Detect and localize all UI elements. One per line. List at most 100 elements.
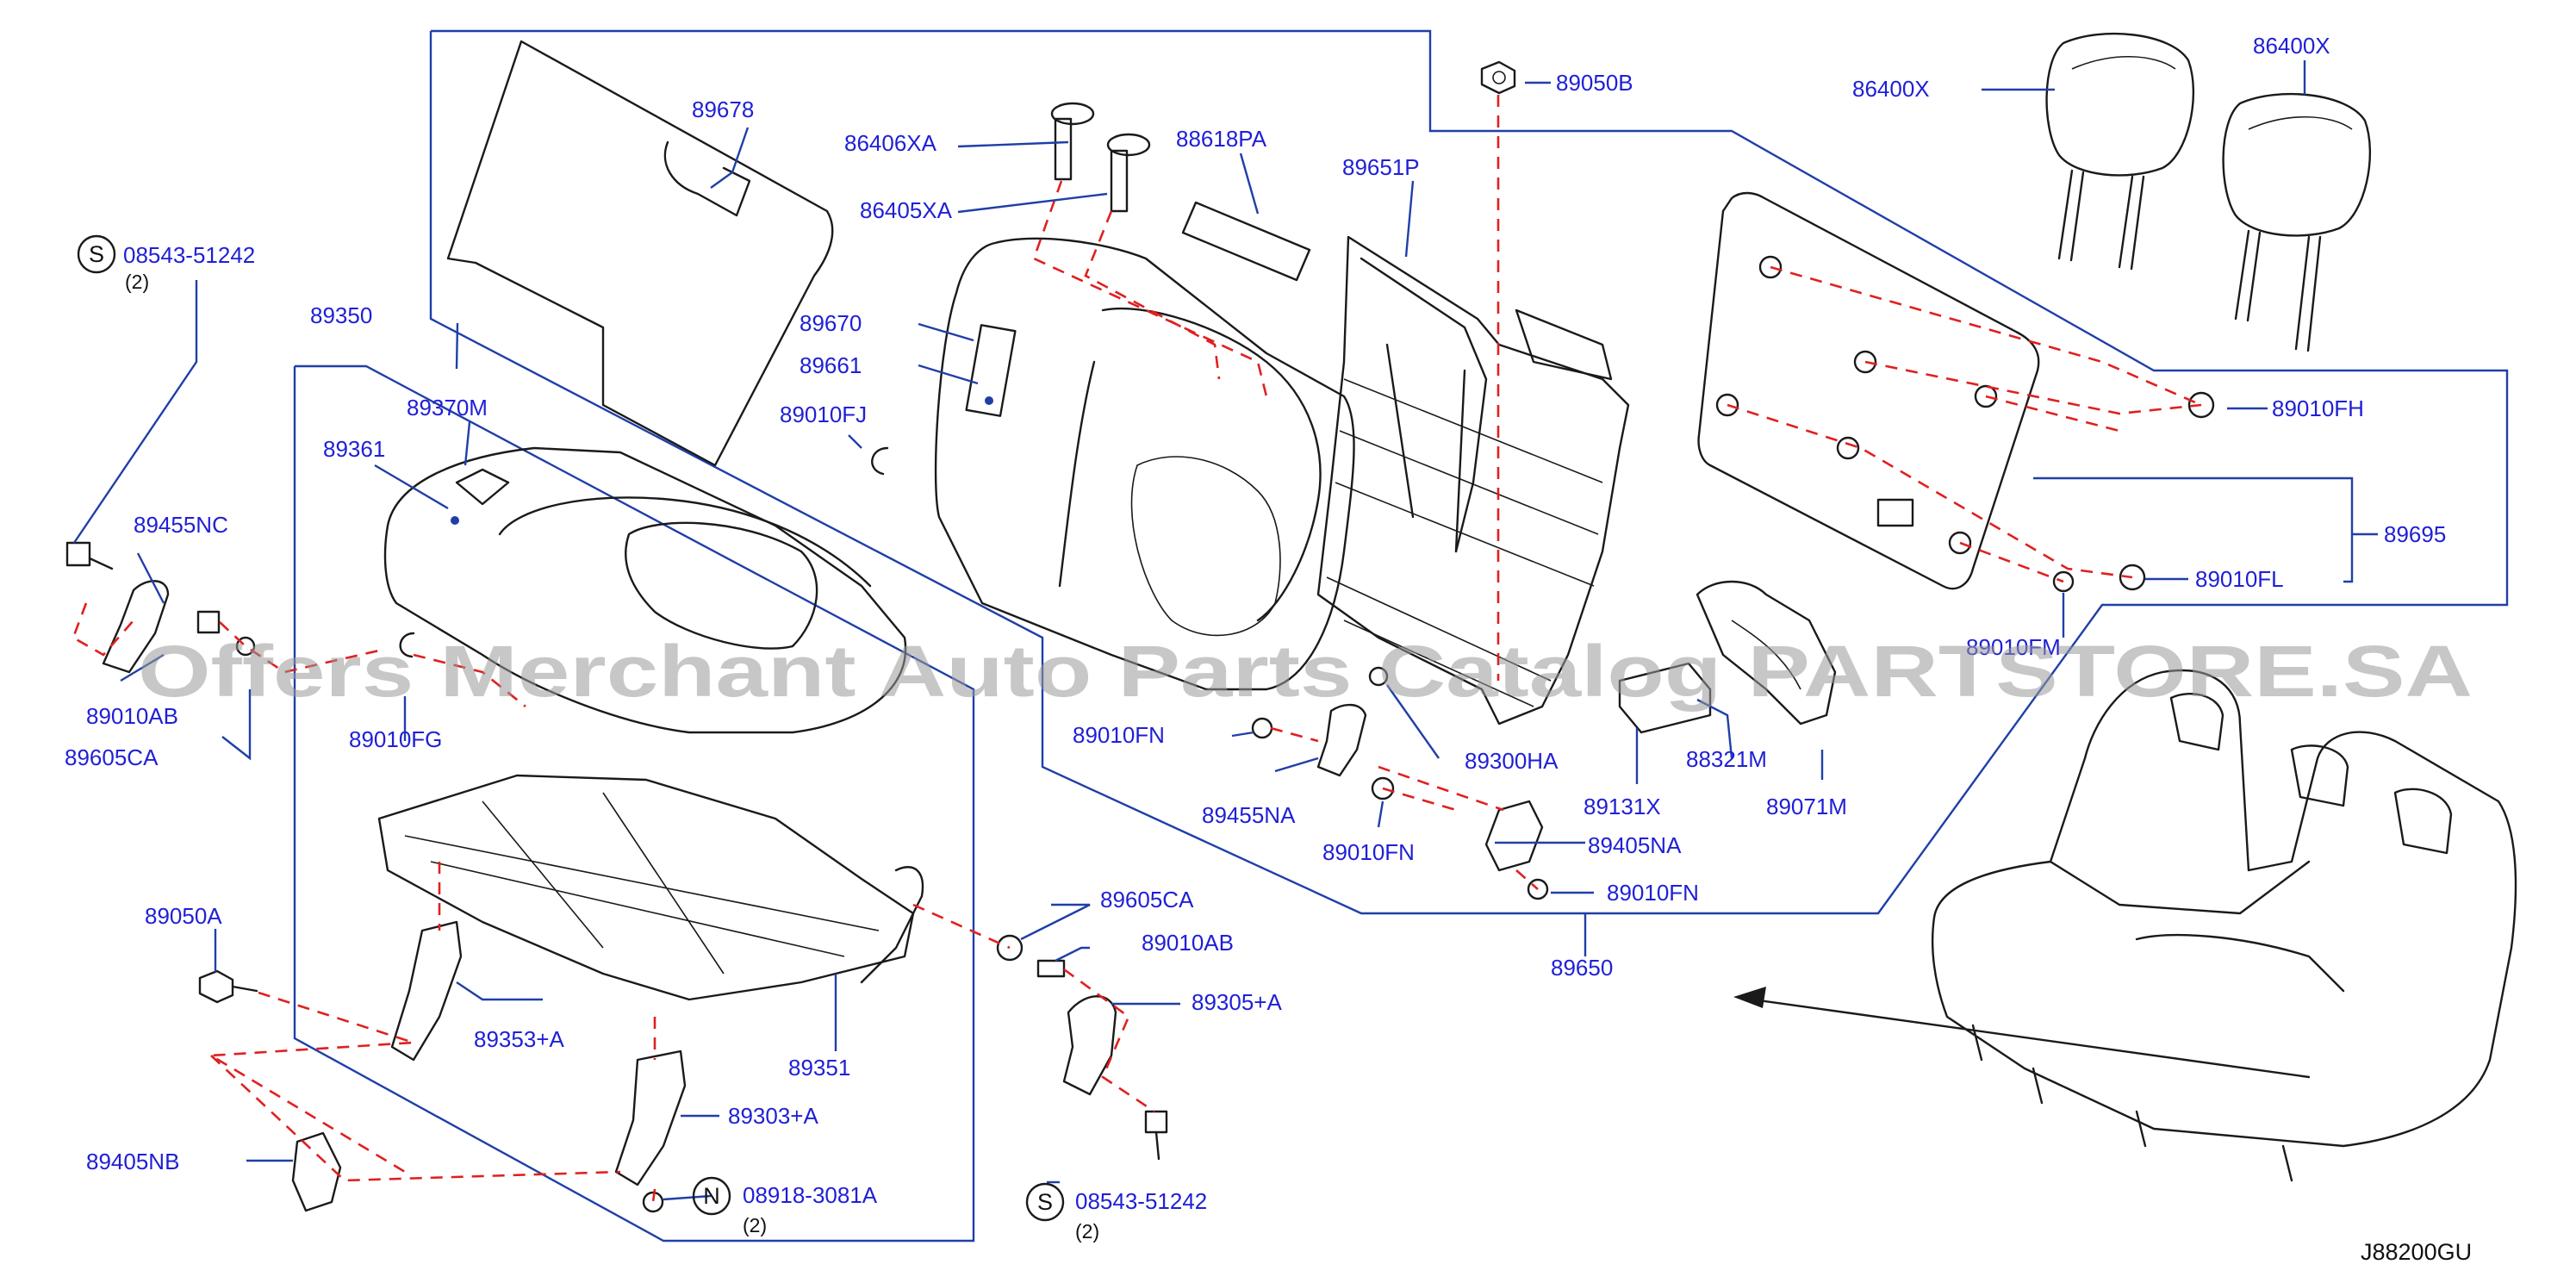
callout-89010fn-2[interactable]: 89010FN — [1322, 839, 1415, 865]
headrest-left-icon — [2045, 32, 2194, 271]
cushion-assembly-outline — [293, 364, 975, 1243]
clip-89010ab-left-icon — [235, 636, 256, 657]
callout-88618pa[interactable]: 88618PA — [1176, 126, 1267, 152]
callout-89050b[interactable]: 89050B — [1556, 70, 1633, 96]
callout-89010ab-right[interactable]: 89010AB — [1142, 930, 1234, 956]
nut-89605ca-left-icon — [196, 610, 221, 634]
nut-89605ca-right-icon — [996, 934, 1024, 962]
cover-89405nb-icon — [291, 1131, 342, 1212]
callout-89695[interactable]: 89695 — [2384, 521, 2446, 547]
callout-08543-top[interactable]: 08543-51242 — [123, 242, 255, 268]
callout-08543-top-qty: (2) — [125, 271, 149, 293]
diagram-code: J88200GU — [2361, 1239, 2472, 1265]
guide-86406xa-icon — [1050, 102, 1095, 181]
callout-89650[interactable]: 89650 — [1551, 955, 1613, 981]
callout-89353a[interactable]: 89353+A — [474, 1026, 564, 1052]
back-board-89678-icon — [446, 40, 834, 467]
clip-89010fj-icon — [871, 446, 889, 476]
callout-89370m[interactable]: 89370M — [407, 395, 488, 420]
pocket-88618pa-icon — [1181, 201, 1311, 282]
assembly-arrow — [1739, 996, 2311, 1079]
headrest-right-icon — [2222, 92, 2371, 352]
callout-89350[interactable]: 89350 — [310, 302, 372, 328]
screw-symbol-top: S — [89, 241, 104, 267]
callout-08918-qty: (2) — [743, 1214, 767, 1236]
callout-89010fm[interactable]: 89010FM — [1966, 634, 2061, 660]
clip-89010fg-icon — [399, 632, 415, 658]
callout-89010ab-left[interactable]: 89010AB — [86, 703, 178, 729]
callout-89361[interactable]: 89361 — [323, 436, 385, 462]
bolt-89050a-icon — [198, 969, 258, 1004]
screw-08543-bottom-icon — [1144, 1110, 1168, 1161]
callout-89455na[interactable]: 89455NA — [1202, 802, 1296, 828]
seatback-cushion-icon — [934, 237, 1355, 691]
callout-86400x-right[interactable]: 86400X — [2253, 33, 2330, 59]
callout-08543-bottom-qty: (2) — [1075, 1220, 1099, 1243]
clip-89010fn-1-icon — [1251, 717, 1273, 739]
callout-89605ca-right[interactable]: 89605CA — [1100, 887, 1194, 912]
nut-symbol-icon — [692, 1176, 731, 1216]
callout-89010fn-1[interactable]: 89010FN — [1073, 722, 1165, 748]
callout-89071m[interactable]: 89071M — [1766, 794, 1847, 819]
bracket-89455nc-icon — [102, 580, 170, 674]
nut-08918-icon — [642, 1191, 664, 1213]
callout-89010fg[interactable]: 89010FG — [349, 726, 442, 752]
seatback-frame-89651p-icon — [1316, 235, 1630, 726]
callout-89050a[interactable]: 89050A — [145, 903, 222, 929]
bracket-89303a-icon — [614, 1049, 687, 1186]
callout-89010fn-3[interactable]: 89010FN — [1607, 880, 1699, 906]
guide-86405xa-icon — [1106, 133, 1151, 213]
cover-89405na-icon — [1484, 800, 1544, 872]
callout-89678[interactable]: 89678 — [692, 97, 754, 122]
clip-89010fm-icon — [2052, 570, 2075, 593]
assembled-seat-icon — [1931, 669, 2517, 1182]
dashed-connections — [72, 95, 2202, 1203]
nut-symbol: N — [703, 1183, 720, 1209]
callout-08918[interactable]: 08918-3081A — [743, 1182, 878, 1208]
callout-89661[interactable]: 89661 — [800, 352, 862, 378]
callout-86400x-left[interactable]: 86400X — [1852, 76, 1930, 102]
callout-89305a[interactable]: 89305+A — [1192, 989, 1282, 1015]
cushion-frame-89351-icon — [377, 774, 924, 1001]
callout-89651p[interactable]: 89651P — [1342, 154, 1420, 180]
callout-89405na[interactable]: 89405NA — [1588, 832, 1682, 858]
callout-89405nb[interactable]: 89405NB — [86, 1149, 179, 1174]
callout-89010fj[interactable]: 89010FJ — [780, 402, 867, 427]
back-panel-89695-icon — [1697, 191, 2040, 590]
seat-back-assembly-outline — [429, 29, 2509, 915]
bolt-89050b-icon — [1480, 60, 1516, 95]
seat-cushion-89350-icon — [383, 446, 907, 734]
bolt-89455nc-icon — [65, 541, 114, 570]
callout-89670[interactable]: 89670 — [800, 310, 862, 336]
callout-89455nc[interactable]: 89455NC — [134, 512, 228, 538]
assembly-arrow-head — [1733, 987, 1766, 1008]
bolt-89010ab-right-icon — [1036, 959, 1066, 978]
callout-89351[interactable]: 89351 — [788, 1055, 850, 1081]
harness-89071m-icon — [1696, 580, 1837, 726]
watermark: Offers Merchant Auto Parts Catalog PARTS… — [138, 631, 2473, 712]
clip-89300ha-icon — [1368, 666, 1389, 687]
callout-89010fl[interactable]: 89010FL — [2195, 566, 2284, 592]
leader-lines — [73, 60, 2378, 1201]
callout-88321m[interactable]: 88321M — [1686, 746, 1767, 772]
screw-symbol-top-icon — [77, 234, 116, 274]
clip-89010fl-icon — [2119, 564, 2146, 591]
callout-89131x[interactable]: 89131X — [1584, 794, 1661, 819]
bracket-89305a-icon — [1062, 995, 1117, 1096]
screw-symbol-bottom-icon — [1025, 1182, 1065, 1222]
callout-89303a[interactable]: 89303+A — [728, 1103, 818, 1129]
clip-89010fn-3-icon — [1527, 878, 1549, 900]
callout-89010fh[interactable]: 89010FH — [2272, 395, 2364, 421]
bracket-89131x-icon — [1618, 662, 1712, 734]
clip-89010fh-icon — [2187, 391, 2215, 419]
clip-89010fn-2-icon — [1371, 776, 1395, 800]
callout-89300ha[interactable]: 89300HA — [1465, 748, 1559, 774]
bracket-89455na-icon — [1316, 703, 1367, 777]
callout-86405xa[interactable]: 86405XA — [860, 197, 953, 223]
callout-08543-bottom[interactable]: 08543-51242 — [1075, 1188, 1207, 1214]
callout-89605ca-left[interactable]: 89605CA — [65, 744, 159, 770]
screw-symbol-bottom: S — [1037, 1189, 1053, 1215]
callout-86406xa[interactable]: 86406XA — [844, 130, 937, 156]
